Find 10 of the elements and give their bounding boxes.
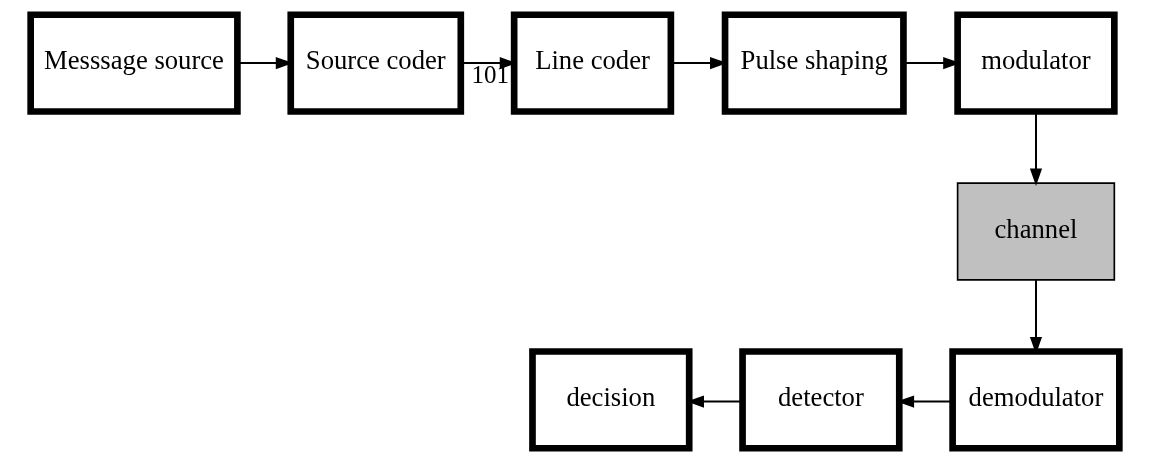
node-box: decision [529, 348, 693, 452]
node-box: channel [956, 182, 1116, 281]
node-box: Messsage source [27, 11, 241, 115]
node-box: Line coder [510, 11, 675, 115]
node-box: detector [739, 348, 903, 452]
node-box: Pulse shaping [721, 11, 907, 115]
edge-label: 101 [471, 61, 510, 89]
node-box: modulator [954, 11, 1118, 115]
node-box: demodulator [949, 348, 1123, 452]
node-box: Source coder [287, 11, 465, 115]
